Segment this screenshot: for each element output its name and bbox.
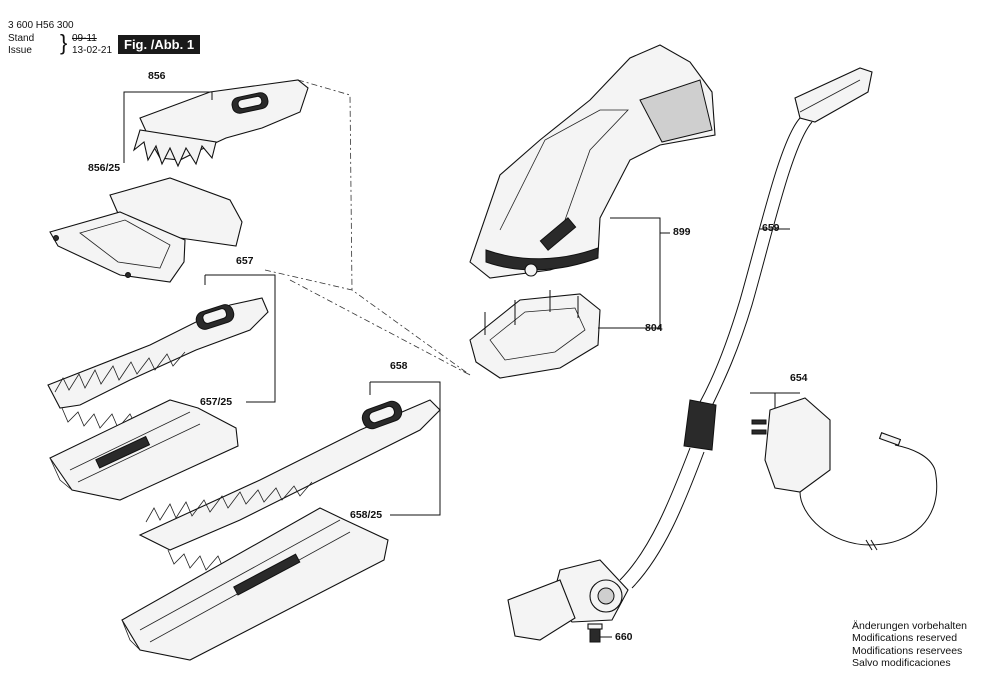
label-660: 660 [615, 631, 633, 643]
stand-label: Stand [8, 33, 35, 44]
label-654: 654 [790, 372, 808, 384]
note-de: Änderungen vorbehalten [852, 620, 968, 632]
footer-notes: Änderungen vorbehalten Modifications res… [852, 620, 967, 670]
part-657-blade [47, 297, 269, 429]
label-899: 899 [673, 226, 691, 238]
note-es: Salvo modificaciones [852, 657, 951, 670]
label-657: 657 [236, 255, 254, 267]
stand-value: 09-11 [72, 33, 97, 44]
part-659-telescopic-handle [507, 67, 873, 641]
label-856: 856 [148, 70, 166, 82]
label-659: 659 [762, 222, 780, 234]
part-804-base [469, 290, 601, 379]
part-856-blade [132, 79, 309, 168]
doc-number: 3 600 H56 300 [8, 20, 74, 31]
header-brace: } [60, 30, 68, 55]
figure-title: Fig. /Abb. 1 [118, 35, 201, 54]
part-658-blade [138, 399, 441, 571]
part-658-25-sheath [121, 507, 389, 661]
part-899-handle [469, 44, 716, 279]
part-660-screw [587, 623, 603, 643]
label-657-25: 657/25 [200, 396, 233, 408]
note-en: Modifications reserved [852, 632, 958, 645]
label-856-25: 856/25 [88, 162, 121, 174]
assembly-dashed-lines [264, 79, 471, 376]
leader-lines [123, 91, 800, 638]
issue-value: 13-02-21 [72, 45, 113, 56]
note-fr: Modifications reservees [852, 644, 963, 657]
part-654-charger [751, 397, 938, 551]
label-804: 804 [645, 322, 663, 334]
label-658-25: 658/25 [350, 509, 383, 521]
part-657-25-sheath [49, 399, 239, 501]
label-658: 658 [390, 360, 408, 372]
part-856-25-cover [49, 177, 243, 283]
issue-label: Issue [8, 45, 32, 56]
